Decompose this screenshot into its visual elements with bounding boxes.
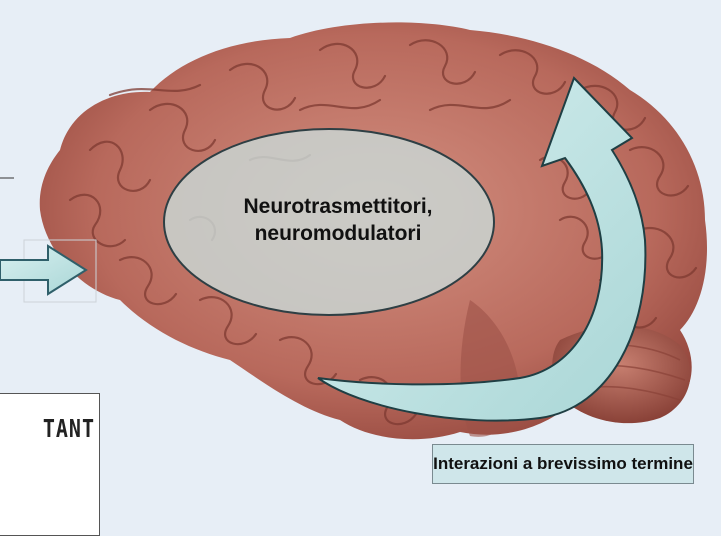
ellipse-label-line1: Neurotrasmettitori,	[168, 193, 508, 220]
corner-panel-text: TANT	[43, 413, 95, 443]
short-term-interaction-box: Interazioni a brevissimo termine	[432, 444, 694, 484]
ellipse-label-line2: neuromodulatori	[168, 220, 508, 247]
ellipse-label: Neurotrasmettitori, neuromodulatori	[168, 193, 508, 247]
corner-panel: TANT	[0, 393, 100, 536]
short-term-interaction-label: Interazioni a brevissimo termine	[433, 454, 693, 474]
